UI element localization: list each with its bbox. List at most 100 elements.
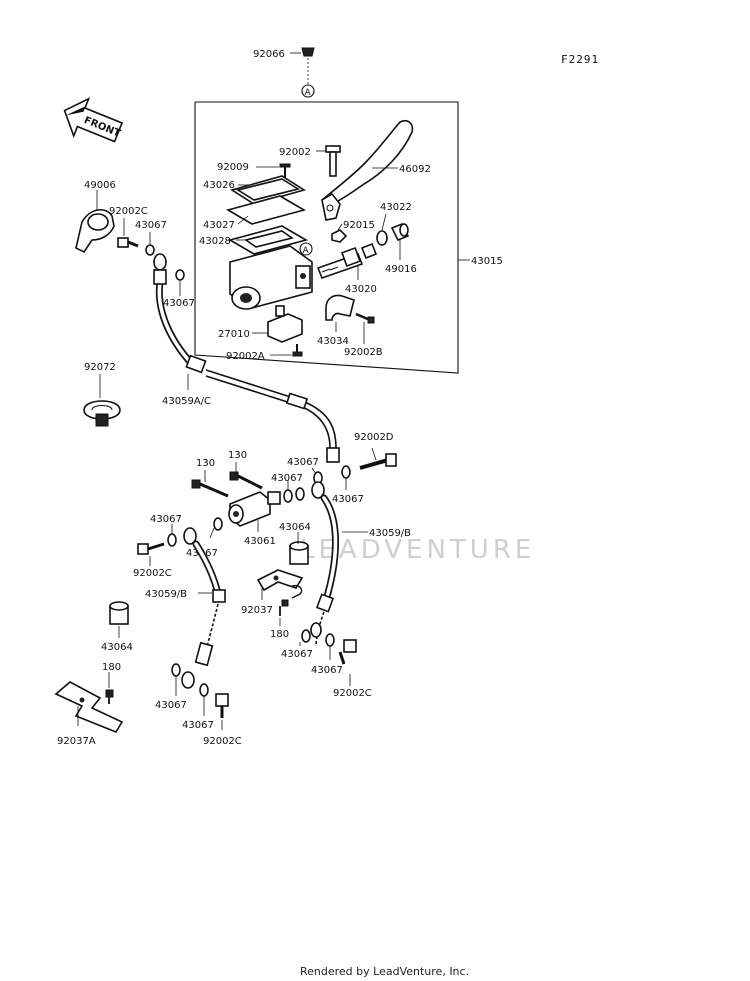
label-43020: 43020 <box>345 284 377 295</box>
pivot-bolt-icon <box>325 145 341 177</box>
junction-mount-bolt-b-icon <box>229 471 263 490</box>
switch-screw-icon <box>292 344 303 357</box>
label-43067-right-lower-b: 43067 <box>311 665 343 676</box>
ref-marker-a-body <box>299 242 313 256</box>
right-lower-bolt-icon <box>338 639 357 665</box>
left-lower-washer-b-icon <box>199 683 209 697</box>
label-43059b-left: 43059/B <box>145 589 187 600</box>
right-lower-washer-a-icon <box>301 629 311 643</box>
label-43064-right: 43064 <box>279 522 311 533</box>
diaphragm-plate-icon <box>225 195 307 225</box>
brake-junction-icon <box>228 491 281 527</box>
label-92002b: 92002B <box>344 347 383 358</box>
diaphragm-icon <box>227 225 309 255</box>
left-hose-bracket-icon <box>54 681 124 733</box>
left-lower-bolt-icon <box>215 693 229 718</box>
brake-pipe-icon <box>205 369 340 463</box>
washer-top-a-icon <box>145 244 155 256</box>
label-43067-left-a: 43067 <box>150 514 182 525</box>
label-92002: 92002 <box>279 147 311 158</box>
label-92072: 92072 <box>84 362 116 373</box>
piston-assembly-icon <box>316 242 378 280</box>
label-43026: 43026 <box>203 180 235 191</box>
label-43067-top-b: 43067 <box>163 298 195 309</box>
lever-nut-icon <box>331 229 348 243</box>
front-arrow-icon: FRONT <box>63 97 124 143</box>
label-92037a: 92037A <box>57 736 96 747</box>
label-180-left: 180 <box>102 662 121 673</box>
label-92009: 92009 <box>217 162 249 173</box>
label-43067-left-lower-a: 43067 <box>155 700 187 711</box>
label-43022: 43022 <box>380 202 412 213</box>
dust-boot-icon <box>390 222 410 242</box>
figure-code: F2291 <box>561 53 599 66</box>
hose-clip-icon <box>83 400 121 427</box>
label-49006: 49006 <box>84 180 116 191</box>
right-brake-hose-icon <box>311 481 339 647</box>
cover-screw-icon <box>279 163 291 178</box>
label-92002d: 92002D <box>354 432 394 443</box>
label-92066: 92066 <box>253 49 285 60</box>
label-43067-mid: 43067 <box>271 473 303 484</box>
junction-mount-bolt-a-icon <box>191 479 229 498</box>
washer-top-b-icon <box>175 269 185 281</box>
left-lower-fitting-icon <box>181 671 195 689</box>
label-43034: 43034 <box>317 336 349 347</box>
label-27010: 27010 <box>218 329 250 340</box>
junction-bolt-icon <box>359 453 397 470</box>
grommet-left-icon <box>109 601 129 625</box>
label-43067-top-a: 43067 <box>135 220 167 231</box>
label-92002c-top: 92002C <box>109 206 148 217</box>
ref-marker-a-top <box>301 84 315 98</box>
left-washer-b-icon <box>213 517 223 531</box>
left-washer-a-icon <box>167 533 177 547</box>
label-43059b-right: 43059/B <box>369 528 411 539</box>
footer-credit: Rendered by LeadVenture, Inc. <box>300 965 469 978</box>
grommet-right-icon <box>289 541 309 565</box>
ref-marker-a-top-text: A <box>305 88 312 98</box>
label-130-b: 130 <box>228 450 247 461</box>
right-lower-washer-b-icon <box>325 633 335 647</box>
mid-washer-b-icon <box>295 487 305 501</box>
label-46092: 46092 <box>399 164 431 175</box>
label-43067-junction-b: 43067 <box>332 494 364 505</box>
handlebar-clamp-icon <box>325 294 355 321</box>
bracket-bolt-icon <box>279 599 289 616</box>
junction-washer-b-icon <box>341 465 351 479</box>
ref-marker-a-body-text: A <box>303 246 310 256</box>
brake-lever-icon <box>320 119 414 221</box>
right-lower-fitting-icon <box>310 622 322 638</box>
label-43027: 43027 <box>203 220 235 231</box>
label-92015: 92015 <box>343 220 375 231</box>
label-43067-junction-a: 43067 <box>287 457 319 468</box>
left-banjo-bolt-icon <box>137 542 165 555</box>
label-49016: 49016 <box>385 264 417 275</box>
piston-ring-icon <box>376 230 388 246</box>
upper-brake-hose-icon <box>153 253 207 374</box>
banjo-bolt-top-icon <box>117 237 139 248</box>
mid-washer-a-icon <box>283 489 293 503</box>
left-bracket-bolt-icon <box>105 689 114 704</box>
label-43059ac: 43059A/C <box>162 396 211 407</box>
label-92002c-left-lower: 92002C <box>203 736 242 747</box>
label-43061: 43061 <box>244 536 276 547</box>
label-180-right: 180 <box>270 629 289 640</box>
label-43067-left-lower-b: 43067 <box>182 720 214 731</box>
label-92002c-right-lower: 92002C <box>333 688 372 699</box>
reservoir-cap-icon <box>301 47 315 57</box>
label-43067-right-lower-a: 43067 <box>281 649 313 660</box>
label-43028: 43028 <box>199 236 231 247</box>
left-brake-hose-icon <box>183 527 226 667</box>
label-43015: 43015 <box>471 256 503 267</box>
label-92037: 92037 <box>241 605 273 616</box>
label-92002c-left: 92002C <box>133 568 172 579</box>
label-92002a: 92002A <box>226 351 265 362</box>
master-cylinder-body-icon <box>229 245 313 310</box>
left-lower-washer-a-icon <box>171 663 181 677</box>
banjo-cover-icon <box>75 209 115 254</box>
brake-switch-icon <box>267 305 303 343</box>
clamp-bolt-icon <box>355 312 375 324</box>
hose-bracket-icon <box>256 569 304 599</box>
reservoir-cover-icon <box>230 175 306 205</box>
